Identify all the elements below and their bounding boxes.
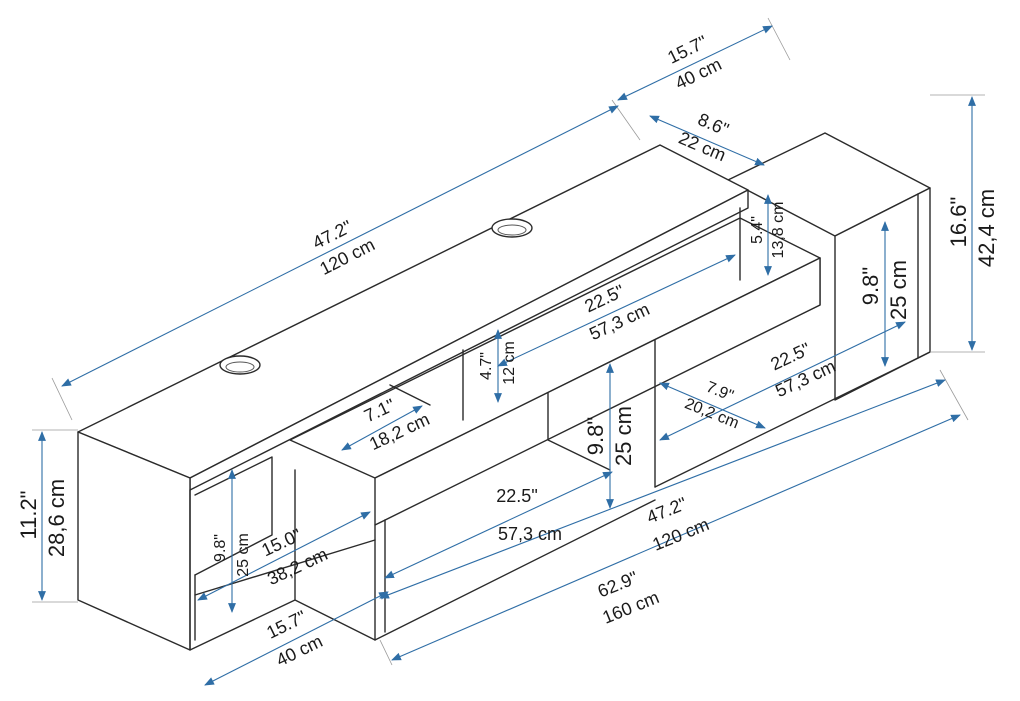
label-left-height-cm: 28,6 cm xyxy=(44,479,69,557)
label-left-shelf-height-inch: 9.8" xyxy=(212,534,229,562)
label-small-gap-cm: 12 cm xyxy=(501,341,518,385)
cable-hole-left xyxy=(219,355,261,375)
dim-top-depth xyxy=(617,25,773,101)
tv-unit-drawing xyxy=(77,132,931,651)
dimension-labels: 47.2" 120 cm 15.7" 40 cm 8.6" 22 cm 5.4"… xyxy=(16,32,999,671)
dim-top-length xyxy=(61,105,619,387)
label-left-shelf-height-cm: 25 cm xyxy=(235,533,252,577)
dim-total-length xyxy=(391,414,961,661)
dim-mid-top-shelf xyxy=(497,254,736,367)
label-right-depth-cm: 20,2 cm xyxy=(682,395,741,432)
label-left-height-inch: 11.2" xyxy=(16,491,41,540)
label-lower-shelf-cm: 57,3 cm xyxy=(498,524,562,544)
label-mid-shelf-height-inch: 9.8" xyxy=(583,417,608,455)
dim-left-shelf-width xyxy=(197,511,371,601)
label-right-depth-inch: 7.9" xyxy=(704,379,736,405)
label-right-shelf-height-cm: 25 cm xyxy=(886,260,911,320)
label-right-step-cm: 13,8 cm xyxy=(770,202,787,259)
dim-right-gap xyxy=(649,115,765,166)
label-total-height-inch: 16.6" xyxy=(946,197,971,248)
dim-bottom-depth xyxy=(204,591,389,686)
label-mid-shelf-height-cm: 25 cm xyxy=(611,406,636,466)
dimension-lines xyxy=(32,17,985,686)
label-total-height-cm: 42,4 cm xyxy=(974,189,999,267)
cable-hole-right xyxy=(491,218,533,238)
label-small-gap-inch: 4.7" xyxy=(478,352,495,380)
label-lower-shelf-inch: 22.5" xyxy=(496,486,537,506)
label-right-shelf-height-inch: 9.8" xyxy=(858,267,883,305)
label-right-step-inch: 5.4" xyxy=(749,216,766,244)
right-unit-foot xyxy=(917,351,931,359)
